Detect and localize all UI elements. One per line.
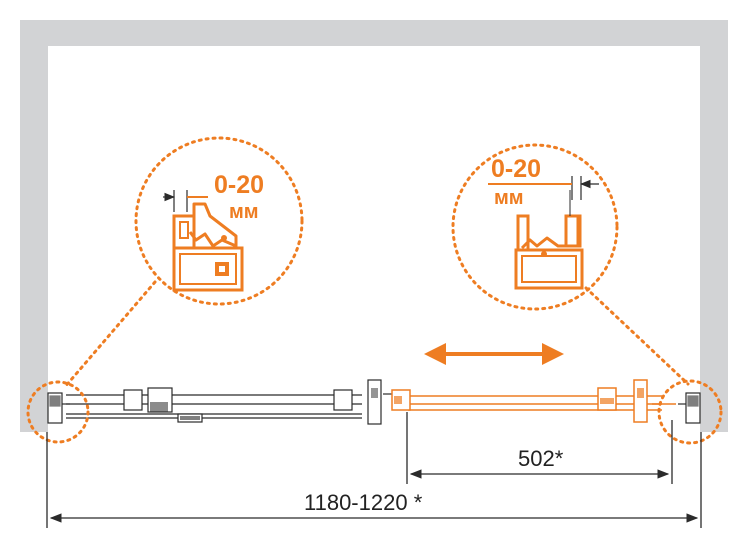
left-callout: 0-20 мм [134, 136, 304, 306]
left-detail-circle [26, 380, 90, 444]
total-width-dimension: 1180-1220 * [46, 432, 702, 528]
wall-niche [20, 20, 728, 432]
left-callout-range: 0-20 [214, 171, 264, 199]
right-callout-range: 0-20 [491, 155, 541, 183]
door-width-label: 502* [518, 446, 564, 471]
sliding-door [391, 379, 676, 423]
right-detail-circle [657, 379, 723, 445]
right-callout: 0-20 мм [451, 143, 619, 311]
right-callout-leader [584, 286, 690, 386]
double-arrow-icon [424, 343, 564, 365]
fixed-panel [66, 379, 392, 425]
door-width-dimension: 502* [406, 412, 673, 484]
left-callout-unit: мм [229, 201, 259, 223]
left-callout-leader [62, 280, 157, 390]
total-width-label: 1180-1220 * [304, 490, 423, 515]
left-wall-profile [47, 392, 70, 424]
right-callout-unit: мм [494, 187, 524, 209]
right-wall-profile [678, 392, 701, 424]
